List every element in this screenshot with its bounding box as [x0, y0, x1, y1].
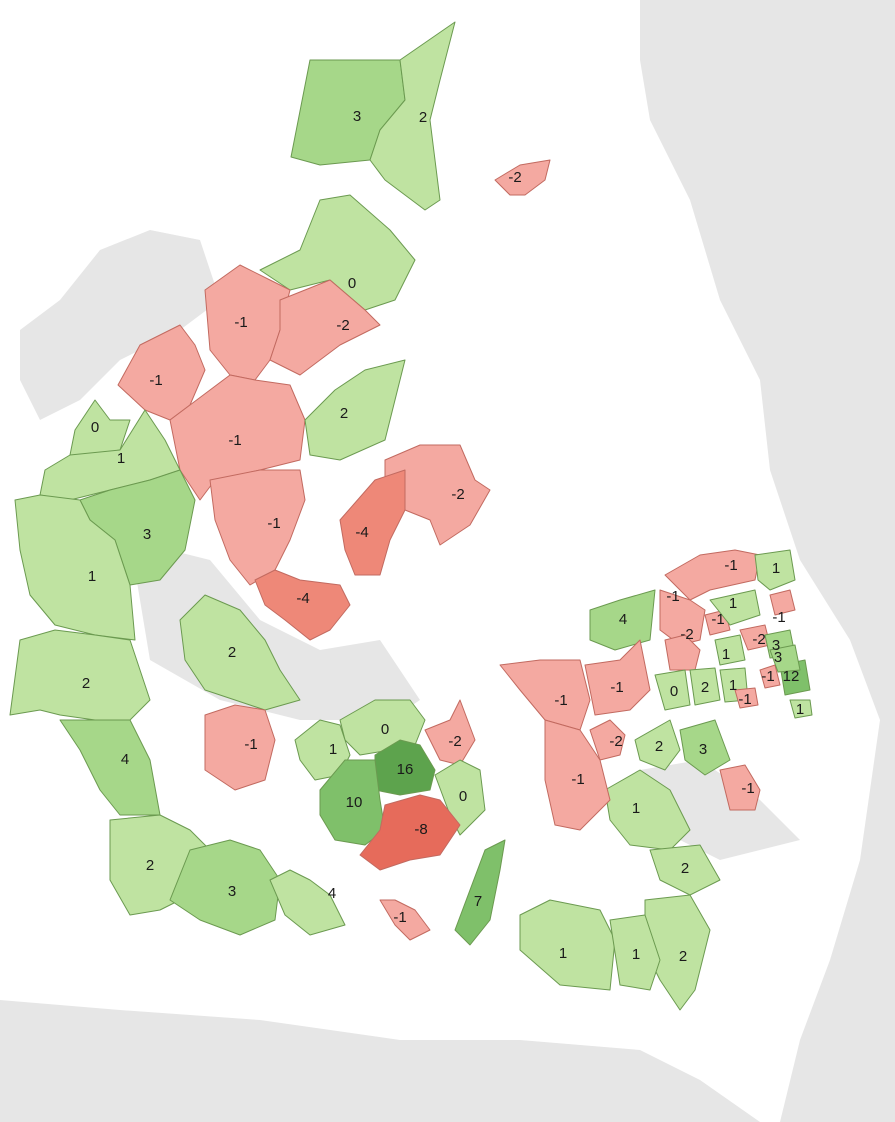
region-r09[interactable]	[304, 359, 406, 461]
region-r48[interactable]	[709, 589, 761, 626]
region-r42[interactable]	[604, 769, 691, 851]
region-r02[interactable]	[369, 21, 456, 211]
region-r33[interactable]	[454, 839, 506, 946]
region-r45[interactable]	[754, 549, 796, 591]
region-r53[interactable]	[654, 669, 691, 711]
region-r13[interactable]	[209, 469, 306, 586]
regions-layer	[9, 21, 813, 1011]
region-r59[interactable]	[789, 699, 813, 719]
region-r43[interactable]	[719, 764, 761, 811]
region-r16[interactable]	[14, 494, 136, 641]
region-r07[interactable]	[117, 324, 206, 421]
region-r44[interactable]	[544, 719, 611, 831]
region-r34[interactable]	[589, 589, 656, 651]
region-r50[interactable]	[759, 664, 781, 689]
region-r51[interactable]	[714, 634, 746, 666]
region-r31[interactable]	[269, 869, 346, 936]
region-r03[interactable]	[494, 159, 551, 196]
region-r58[interactable]	[584, 639, 651, 716]
region-r19[interactable]	[9, 629, 151, 721]
region-r41[interactable]	[679, 719, 731, 776]
region-r36[interactable]	[659, 589, 706, 646]
region-r40[interactable]	[634, 719, 681, 771]
region-r62[interactable]	[609, 914, 661, 991]
region-r21[interactable]	[59, 719, 161, 816]
region-r17[interactable]	[254, 569, 351, 641]
region-r24[interactable]	[424, 699, 476, 766]
region-r08[interactable]	[169, 374, 306, 501]
region-r04[interactable]	[259, 194, 416, 311]
region-r56[interactable]	[734, 687, 759, 709]
region-r20[interactable]	[204, 704, 276, 791]
region-r60[interactable]	[519, 899, 616, 991]
region-r46[interactable]	[769, 589, 796, 616]
region-r39[interactable]	[589, 719, 626, 761]
region-r06[interactable]	[269, 279, 381, 376]
region-r10[interactable]	[69, 399, 131, 456]
region-r64[interactable]	[769, 644, 801, 673]
region-r28[interactable]	[359, 794, 461, 871]
region-r14[interactable]	[339, 469, 406, 576]
region-r63[interactable]	[649, 844, 721, 896]
region-r18[interactable]	[179, 594, 301, 711]
region-r38[interactable]	[664, 634, 701, 671]
region-r54[interactable]	[689, 667, 721, 706]
region-r32[interactable]	[379, 899, 431, 941]
region-r37[interactable]	[499, 659, 591, 731]
